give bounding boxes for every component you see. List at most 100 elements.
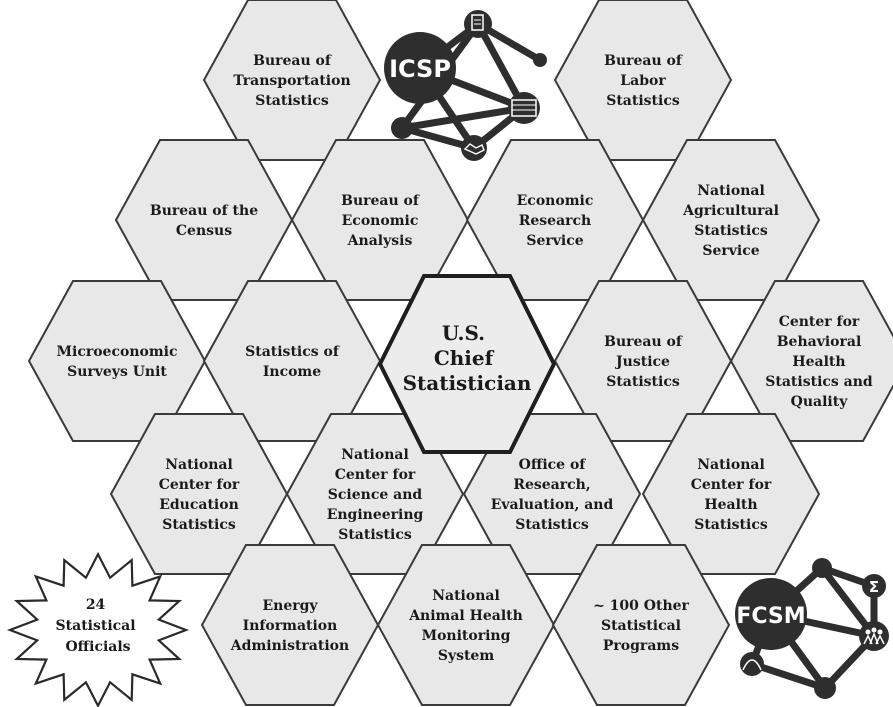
- starburst-line: Statistical: [56, 618, 136, 634]
- hexagon-shape: [641, 139, 821, 301]
- fcsm-label: FCSM: [736, 604, 805, 629]
- other-statistical-programs-label-line: ~ 100 Other: [593, 598, 689, 614]
- center-for-behavioral-health-statistics-and-quality-label-line: Behavioral: [777, 334, 862, 350]
- national-agricultural-statistics-service-label-line: Agricultural: [682, 203, 779, 219]
- national-center-for-health-statistics-label-line: Center for: [691, 477, 772, 493]
- server-icon: [508, 92, 540, 124]
- national-center-for-science-and-engineering-statistics-label-line: Science and: [328, 487, 423, 503]
- national-center-for-health-statistics-label-line: Health: [704, 497, 757, 513]
- chief-statistician-hexagon: U.S. Chief Statistician: [377, 274, 557, 454]
- bureau-of-labor-statistics-label-line: Labor: [620, 73, 666, 89]
- svg-text:24 Statistical Off: 24 Statistical Officials: [56, 597, 141, 655]
- handshake-icon: [461, 135, 487, 161]
- bureau-of-transportation-statistics-label-line: Statistics: [255, 93, 329, 109]
- hexagon-shape: [114, 139, 294, 301]
- center-for-behavioral-health-statistics-and-quality-label-line: Quality: [791, 394, 849, 410]
- center-line: Statistician: [403, 371, 532, 395]
- national-center-for-education-statistics-label-line: Statistics: [162, 517, 236, 533]
- starburst-shape: [6, 551, 190, 707]
- icsp-logo: ICSP: [384, 10, 547, 161]
- national-center-for-education-statistics-label-line: Education: [159, 497, 239, 513]
- energy-information-administration-label-line: Information: [243, 618, 338, 634]
- center-line: U.S.: [442, 321, 485, 345]
- bureau-of-justice-statistics-label-line: Bureau of: [604, 334, 683, 350]
- center-for-behavioral-health-statistics-and-quality-label-line: Statistics and: [765, 374, 873, 390]
- national-center-for-science-and-engineering-statistics-label-line: Center for: [335, 467, 416, 483]
- national-agricultural-statistics-service-label-line: Service: [702, 243, 759, 259]
- energy-information-administration-label-line: Administration: [230, 638, 349, 654]
- office-of-research-evaluation-and-statistics-label-line: Evaluation, and: [491, 497, 614, 513]
- statistical-officials-starburst: 24 Statistical Officials: [6, 551, 190, 707]
- hexagon-shape: [551, 544, 731, 706]
- sigma-icon: [862, 574, 886, 598]
- energy-information-administration-label-line: Energy: [262, 598, 318, 614]
- svg-text:Σ: Σ: [869, 578, 879, 596]
- microeconomic-surveys-unit-label-line: Microeconomic: [57, 344, 178, 360]
- other-statistical-programs-label-line: Statistical: [601, 618, 681, 634]
- office-of-research-evaluation-and-statistics-label-line: Office of: [519, 457, 587, 473]
- national-center-for-science-and-engineering-statistics-label-line: National: [341, 447, 409, 463]
- national-agricultural-statistics-service-label-line: Statistics: [694, 223, 768, 239]
- economic-research-service-label-line: Economic: [517, 193, 594, 209]
- bureau-of-justice-statistics-label-line: Justice: [614, 354, 670, 370]
- bureau-of-economic-analysis-label-line: Bureau of: [341, 193, 420, 209]
- bureau-of-economic-analysis-label-line: Analysis: [347, 233, 413, 249]
- national-animal-health-monitoring-system-label-line: Monitoring: [422, 628, 511, 644]
- center-for-behavioral-health-statistics-and-quality-label-line: Health: [792, 354, 845, 370]
- national-center-for-health-statistics-label-line: National: [697, 457, 765, 473]
- bell-curve-icon: [740, 652, 764, 676]
- national-animal-health-monitoring-system-label-line: Animal Health: [408, 608, 523, 624]
- icsp-label: ICSP: [389, 55, 451, 83]
- other-statistical-programs-label-line: Programs: [603, 638, 679, 654]
- national-animal-health-monitoring-system-label-line: System: [438, 648, 495, 664]
- national-center-for-science-and-engineering-statistics-label-line: Statistics: [338, 527, 412, 543]
- bureau-of-the-census-label-line: Census: [176, 223, 232, 239]
- national-center-for-education-statistics-label-line: National: [165, 457, 233, 473]
- bureau-of-transportation-statistics-label-line: Bureau of: [253, 53, 332, 69]
- office-of-research-evaluation-and-statistics-label-line: Statistics: [515, 517, 589, 533]
- economic-research-service-label-line: Research: [519, 213, 591, 229]
- bureau-of-economic-analysis-label-line: Economic: [342, 213, 419, 229]
- svg-text:U.S. Chief Statist: U.S. Chief Statistician: [403, 321, 532, 395]
- office-of-research-evaluation-and-statistics-label-line: Research,: [513, 477, 590, 493]
- national-center-for-health-statistics-label-line: Statistics: [694, 517, 768, 533]
- national-center-for-education-statistics-label-line: Center for: [159, 477, 240, 493]
- fcsm-logo: Σ FCSM: [735, 558, 889, 699]
- microeconomic-surveys-unit-label-line: Surveys Unit: [67, 364, 167, 380]
- fcsm-badge: [735, 578, 807, 650]
- bureau-of-labor-statistics-label-line: Statistics: [606, 93, 680, 109]
- national-animal-health-monitoring-system-label-line: National: [432, 588, 500, 604]
- starburst-line: 24: [86, 597, 106, 613]
- center-line: Chief: [434, 346, 495, 370]
- bureau-of-transportation-statistics-label-line: Transportation: [233, 73, 350, 89]
- economic-research-service-label-line: Service: [526, 233, 583, 249]
- bureau-of-labor-statistics-label-line: Bureau of: [604, 53, 683, 69]
